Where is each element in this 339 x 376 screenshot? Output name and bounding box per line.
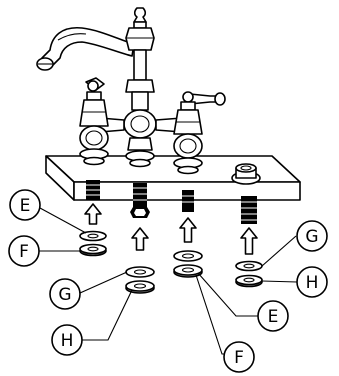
- arrow-up-icon: [240, 227, 258, 255]
- callout-h-left: H: [51, 324, 83, 356]
- callout-g-right: G: [296, 220, 328, 252]
- arrow-up-icon: [131, 227, 149, 251]
- callout-letter: E: [20, 196, 31, 216]
- callout-e-right: E: [257, 300, 289, 332]
- assembly-arrows: [84, 203, 258, 255]
- washers-and-nuts: [79, 230, 263, 294]
- callout-g-left: G: [49, 278, 81, 310]
- callout-f-left: F: [8, 235, 40, 267]
- washer-g-center: [125, 266, 155, 278]
- callout-letter: F: [19, 242, 29, 262]
- callout-letter: H: [306, 273, 319, 293]
- callout-f-right: F: [223, 341, 255, 373]
- arrow-up-icon: [179, 217, 197, 243]
- shank-right-handle: [182, 190, 194, 212]
- callout-h-right: H: [296, 266, 328, 298]
- shank-center: [130, 183, 150, 218]
- washer-e-left: [79, 230, 107, 242]
- callout-letter: F: [234, 348, 244, 368]
- callout-letter: H: [61, 331, 74, 351]
- callout-letter: G: [58, 285, 71, 305]
- shank-sprayer: [241, 196, 257, 224]
- callout-letter: E: [268, 307, 279, 327]
- arrow-up-icon: [84, 203, 102, 225]
- threaded-shanks: [86, 180, 257, 224]
- deck-plate: [45, 155, 301, 201]
- callout-e-left: E: [9, 189, 41, 221]
- nut-h-center: [125, 280, 155, 294]
- faucet-body: [36, 7, 261, 185]
- nut-f-left: [79, 243, 107, 257]
- shank-left: [86, 180, 100, 200]
- washer-g-right: [235, 260, 263, 272]
- nut-h-right: [235, 274, 263, 288]
- nut-f-right: [173, 264, 203, 278]
- callout-letter: G: [305, 227, 318, 247]
- washer-e-right: [173, 250, 203, 262]
